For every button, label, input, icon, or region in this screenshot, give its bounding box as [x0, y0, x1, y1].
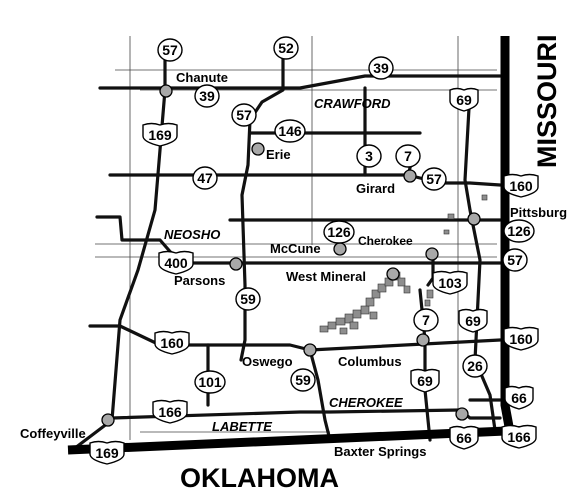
highway-shield: 69	[458, 308, 488, 333]
city-label-erie: Erie	[266, 147, 291, 162]
highway-number: 160	[160, 335, 184, 351]
highway-shield: 52	[273, 36, 299, 60]
highway-shield: 146	[274, 119, 306, 143]
highway-number: 169	[95, 445, 119, 461]
city-label-cherokee: Cherokee	[358, 234, 413, 248]
highway-number: 146	[278, 123, 302, 139]
highway-shield: 103	[432, 270, 468, 295]
highway-shield: 39	[194, 84, 220, 108]
highway-number: 52	[278, 40, 294, 56]
town-dot-mccune	[333, 242, 347, 256]
highway-shield: 57	[421, 167, 447, 191]
town-dot-columbus	[416, 333, 430, 347]
town-dot-baxter-springs	[455, 407, 469, 421]
town-dot-parsons	[229, 257, 243, 271]
highway-shield: 160	[154, 330, 190, 355]
highway-shields: 57 52 39 39 57 146 69 3 7 57 160 47 169 126 126 400 57 10…	[89, 36, 539, 465]
highway-number: 59	[240, 291, 256, 307]
highway-shield: 66	[504, 385, 534, 410]
highway-number: 3	[365, 148, 373, 164]
highway-shield: 169	[142, 122, 178, 147]
town-dot-cherokee	[425, 247, 439, 261]
highway-shield: 39	[368, 56, 394, 80]
town-dot-chanute	[159, 84, 173, 98]
highway-number: 57	[162, 42, 178, 58]
highway-number: 57	[236, 107, 252, 123]
highway-shield: 57	[157, 38, 183, 62]
town-markers	[101, 84, 481, 427]
city-label-mccune: McCune	[270, 241, 321, 256]
town-dot-erie	[251, 142, 265, 156]
highway-number: 39	[373, 60, 389, 76]
town-dot-pittsburg	[467, 212, 481, 226]
highway-shield: 69	[449, 87, 479, 112]
city-label-chanute: Chanute	[176, 70, 228, 85]
city-label-baxter-springs: Baxter Springs	[334, 444, 426, 459]
highway-number: 39	[199, 88, 215, 104]
highway-shield: 101	[194, 370, 226, 394]
highway-shield: 166	[501, 424, 537, 449]
highway-number: 47	[197, 170, 213, 186]
highway-number: 103	[438, 275, 462, 291]
highway-shield: 169	[89, 440, 125, 465]
highway-shield: 126	[503, 219, 535, 243]
county-labels: CRAWFORD NEOSHO CHEROKEE LABETTE	[164, 96, 403, 434]
highway-shield: 59	[290, 368, 316, 392]
town-dot-west-mineral	[386, 267, 400, 281]
highway-number: 26	[467, 358, 483, 374]
city-label-west-mineral: West Mineral	[286, 269, 366, 284]
highway-number: 126	[327, 224, 351, 240]
highway-shield: 26	[462, 354, 488, 378]
city-label-oswego: Oswego	[242, 354, 293, 369]
highway-shield: 7	[395, 144, 421, 168]
highway-number: 166	[507, 429, 531, 445]
highway-number: 57	[507, 252, 523, 268]
county-label-labette: LABETTE	[212, 419, 272, 434]
town-dot-oswego	[303, 343, 317, 357]
county-label-neosho: NEOSHO	[164, 227, 220, 242]
highway-number: 101	[198, 374, 222, 390]
highway-shield: 66	[449, 425, 479, 450]
highway-shield: 160	[503, 326, 539, 351]
highway-shield: 166	[152, 399, 188, 424]
city-label-pittsburg: Pittsburg	[510, 205, 567, 220]
state-label-oklahoma: OKLAHOMA	[180, 463, 339, 493]
highway-number: 66	[511, 390, 527, 406]
highway-shield: 7	[413, 308, 439, 332]
state-label-missouri: MISSOURI	[532, 34, 562, 168]
highway-number: 169	[148, 127, 172, 143]
highway-shield: 400	[158, 250, 194, 275]
highway-shield: 59	[235, 287, 261, 311]
city-label-columbus: Columbus	[338, 354, 402, 369]
highway-number: 69	[456, 92, 472, 108]
highway-number: 69	[417, 373, 433, 389]
highway-shield: 57	[502, 248, 528, 272]
city-label-coffeyville: Coffeyville	[20, 426, 86, 441]
town-dot-girard	[403, 169, 417, 183]
highway-number: 160	[509, 331, 533, 347]
highway-shield: 69	[410, 368, 440, 393]
city-label-parsons: Parsons	[174, 273, 225, 288]
highway-number: 166	[158, 404, 182, 420]
county-label-cherokee: CHEROKEE	[329, 395, 403, 410]
highway-number: 7	[422, 312, 430, 328]
highway-number: 66	[456, 430, 472, 446]
highway-shield: 126	[323, 220, 355, 244]
highway-number: 7	[404, 148, 412, 164]
highway-number: 126	[507, 223, 531, 239]
city-label-girard: Girard	[356, 181, 395, 196]
town-dot-coffeyville	[101, 413, 115, 427]
highway-shield: 160	[503, 173, 539, 198]
county-label-crawford: CRAWFORD	[314, 96, 391, 111]
highway-shield: 3	[356, 144, 382, 168]
highway-shield: 57	[231, 103, 257, 127]
city-labels: Chanute Erie Girard Pittsburg McCune Che…	[20, 70, 567, 459]
highway-number: 69	[465, 313, 481, 329]
highway-number: 160	[509, 178, 533, 194]
highway-shield: 47	[192, 166, 218, 190]
highway-number: 57	[426, 171, 442, 187]
highway-number: 400	[164, 255, 188, 271]
highway-number: 59	[295, 372, 311, 388]
